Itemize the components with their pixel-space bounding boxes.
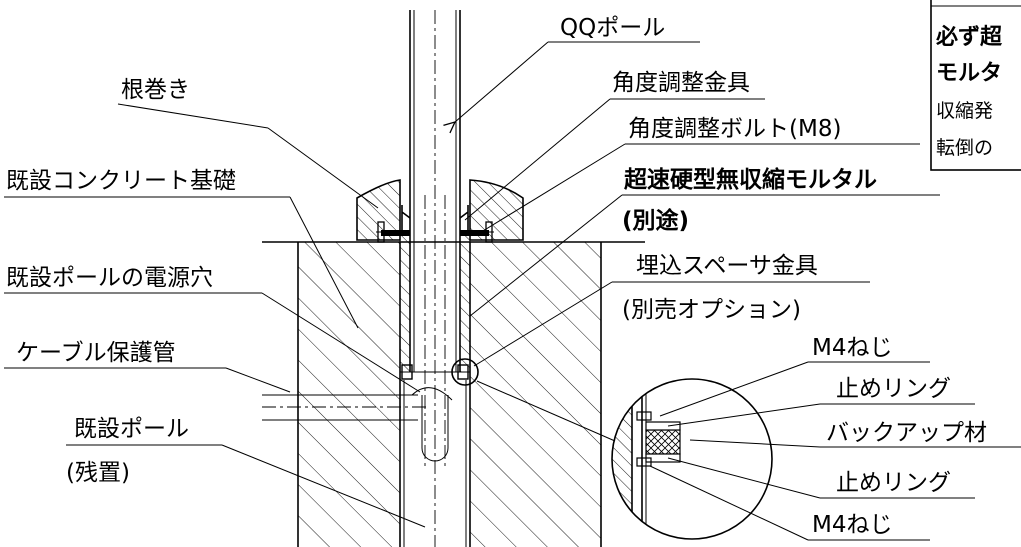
- label-ring-bottom: 止めリング: [836, 470, 951, 496]
- leader-lines: [4, 41, 1021, 541]
- label-spacer-line2: (別売オプション): [622, 297, 801, 323]
- angle-bracket-right: [460, 230, 489, 236]
- label-mortar-line1: 超速硬型無収縮モルタル: [624, 166, 877, 193]
- label-backup: バックアップ材: [826, 420, 987, 446]
- label-concrete-base: 既設コンクリート基礎: [6, 168, 236, 194]
- note-line1: 必ず超: [936, 24, 1003, 50]
- note-line3: 収縮発: [936, 100, 993, 122]
- mortar-right: [459, 231, 471, 373]
- label-power-hole: 既設ポールの電源穴: [6, 265, 213, 291]
- note-line4: 転倒の: [936, 137, 993, 159]
- power-hole: [421, 395, 449, 462]
- concrete-base-right: [470, 242, 601, 547]
- label-old-pole-line2: (残置): [66, 460, 130, 486]
- label-m4-top: M4ねじ: [812, 335, 892, 361]
- detail-leader: [476, 380, 616, 442]
- cross-section-drawing: [262, 10, 645, 547]
- label-angle-bolt: 角度調整ボルト(M8): [628, 116, 841, 142]
- spacer-right: [456, 364, 470, 380]
- ring-top-shape: [645, 421, 681, 431]
- note-box: 必ず超 モルタ 収縮発 転倒の: [930, 0, 1021, 171]
- detail-marker-circle: [451, 358, 479, 386]
- label-angle-bracket: 角度調整金具: [612, 70, 750, 96]
- angle-bolt-right: [475, 221, 494, 243]
- m4-screw-bottom: [636, 457, 652, 467]
- note-line2: モルタ: [936, 61, 1002, 86]
- m4-screw-top: [636, 411, 652, 421]
- nemaki-left: [356, 179, 401, 241]
- label-old-pole-line1: 既設ポール: [74, 416, 189, 442]
- nemaki-right: [469, 179, 524, 241]
- spacer-left: [400, 364, 414, 380]
- angle-bracket-left: [381, 230, 410, 236]
- label-ring-top: 止めリング: [836, 376, 951, 402]
- mortar-left: [399, 231, 411, 373]
- label-cable-pipe: ケーブル保護管: [16, 340, 176, 366]
- label-nemaki: 根巻き: [121, 77, 190, 103]
- label-qq-pole: QQポール: [560, 15, 665, 41]
- angle-bolt-left: [376, 221, 395, 243]
- label-mortar-line2: (別途): [622, 207, 689, 234]
- label-spacer-line1: 埋込スペーサ金具: [636, 253, 818, 279]
- label-m4-bottom: M4ねじ: [812, 512, 892, 538]
- backup-material: [645, 429, 681, 455]
